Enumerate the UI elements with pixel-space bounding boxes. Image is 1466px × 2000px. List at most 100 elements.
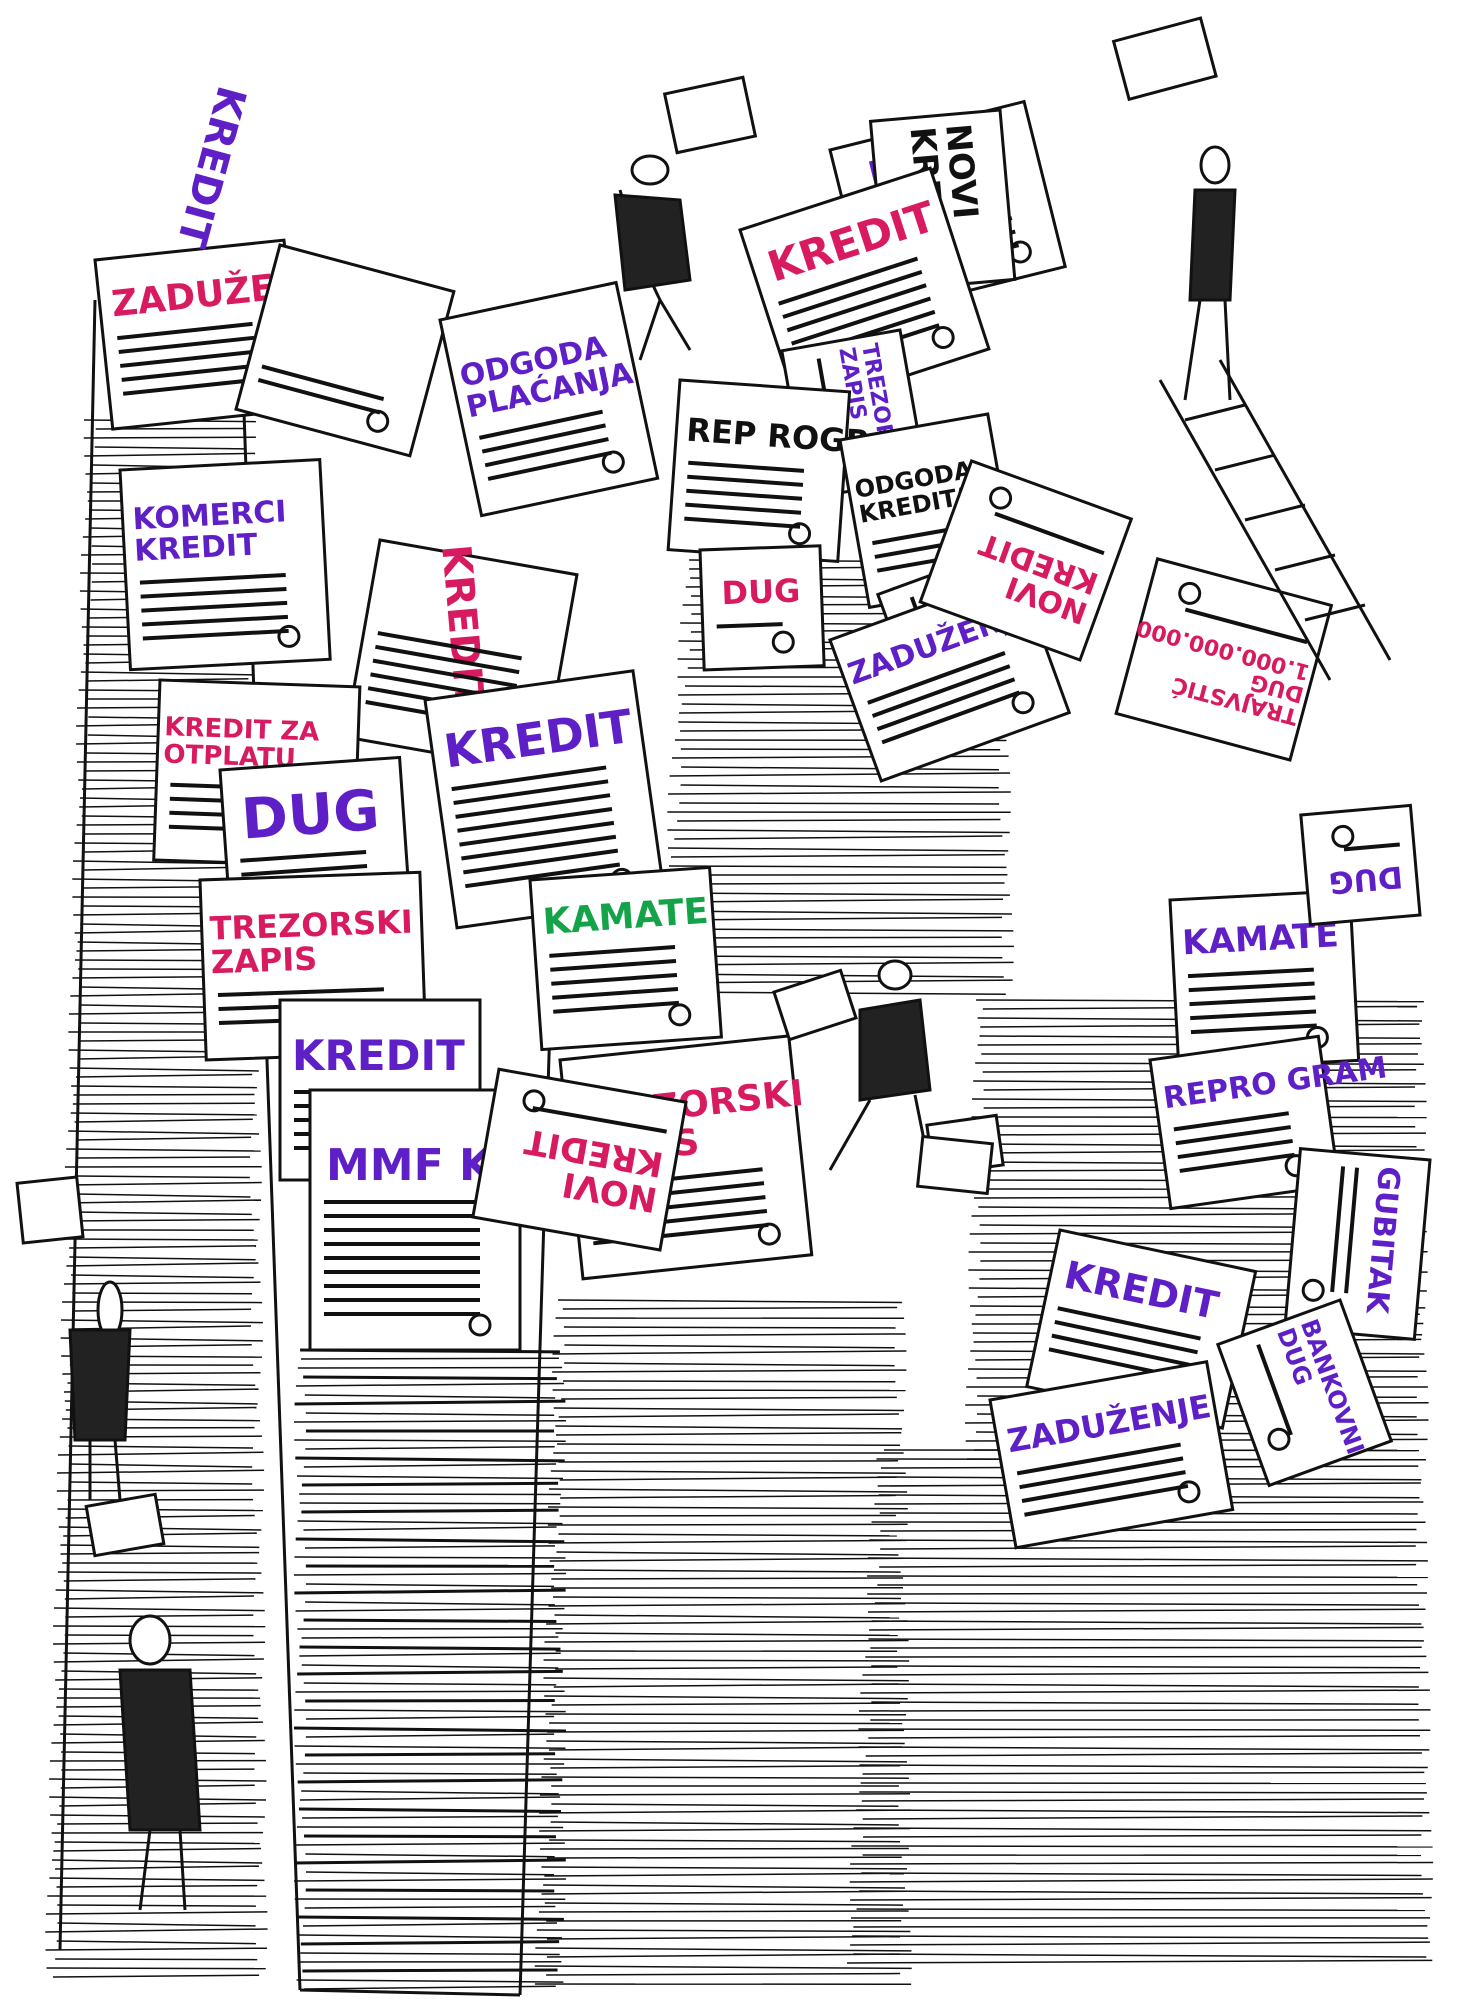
document-label: KREDIT (292, 1031, 465, 1080)
stacked-sheet-edge (871, 1701, 1419, 1705)
stacked-sheet-edge (555, 1425, 903, 1430)
stacked-sheet-edge (867, 1608, 1426, 1613)
stacked-sheet-edge (553, 1333, 906, 1337)
stacked-sheet-edge (66, 1148, 261, 1152)
stacked-sheet-edge (69, 1067, 259, 1072)
stacked-sheet-edge (57, 1922, 256, 1927)
document-label: TREZORSKIZAPIS (209, 903, 415, 982)
stacked-sheet-edge (296, 1915, 564, 1921)
stacked-sheet-edge (53, 1847, 261, 1852)
stacked-sheet-edge (550, 1821, 899, 1826)
stacked-sheet-edge (305, 1545, 555, 1549)
document-text-line (552, 986, 679, 1000)
stacked-sheet-edge (851, 1845, 1433, 1848)
stacked-sheet-edge (304, 1905, 556, 1909)
stacked-sheet-edge (295, 1382, 565, 1387)
document-text-line (120, 349, 256, 368)
stacked-sheet-edge (561, 1396, 897, 1400)
stacked-sheet-edge (57, 1571, 262, 1574)
stacked-sheet-edge (301, 1790, 559, 1795)
stacked-sheet-edge (55, 1958, 258, 1961)
document-text-line (455, 793, 611, 819)
stacked-sheet-edge (865, 1752, 1422, 1757)
stacked-sheet-edge (64, 1595, 254, 1600)
document-kredit-center: KREDIT (423, 669, 667, 930)
stacked-sheet-edge (55, 1865, 259, 1870)
stacked-sheet-edge (863, 1834, 1422, 1838)
document-stamp-icon (1177, 1480, 1201, 1504)
stacked-sheet-edge (674, 835, 1003, 840)
stacked-sheet-edge (304, 1834, 556, 1839)
document-text-line (551, 972, 678, 986)
stacked-sheet-edge (659, 928, 1014, 932)
document-text-line (257, 378, 381, 415)
stacked-sheet-edge (46, 1967, 266, 1970)
stacked-sheet-edge (544, 1639, 909, 1643)
stacked-sheet-edge (850, 1896, 1432, 1901)
stacked-sheet-edge (45, 1911, 268, 1915)
stacked-sheet-edge (879, 1563, 1417, 1568)
stacked-sheet-edge (58, 1451, 264, 1456)
document-stamp-icon (1178, 581, 1202, 605)
document-text-line (481, 423, 606, 454)
stacked-sheet-edge (45, 1928, 268, 1933)
stacked-sheet-edge (867, 1557, 1428, 1562)
document-text-line (141, 600, 288, 613)
document-stamp-icon (277, 624, 301, 648)
document-text-line (261, 364, 385, 402)
stacked-sheet-edge (302, 1968, 558, 1973)
stacked-sheet-edge (294, 1556, 566, 1559)
stacked-sheet-edge (661, 910, 1012, 915)
document-reprogram-right: REPRO GRAM (1148, 1034, 1389, 1211)
stacked-sheet-edge (67, 1238, 258, 1241)
document-text-line (1019, 1456, 1184, 1490)
stacked-sheet-edge (74, 1118, 253, 1123)
stacked-sheet-edge (63, 1578, 256, 1582)
stacked-sheet-edge (681, 766, 1000, 771)
stacked-sheet-edge (556, 1551, 899, 1556)
document-text-line (461, 834, 617, 861)
stacked-sheet-edge (68, 1481, 253, 1485)
document-text-line (121, 363, 258, 382)
stacked-sheet-edge (543, 1659, 910, 1662)
document-text-line (372, 658, 518, 688)
stacked-sheet-edge (871, 1620, 1422, 1625)
stacked-sheet-edge (305, 1888, 555, 1893)
stacked-sheet-edge (557, 1443, 901, 1447)
stacked-sheet-edge (84, 866, 248, 871)
document-text-line (716, 622, 783, 629)
stacked-sheet-edge (671, 853, 1005, 858)
stacked-sheet-edge (75, 1193, 251, 1198)
document-label: ODGODAPLAĆANJA (457, 325, 637, 425)
stacked-sheet-edge (298, 1934, 562, 1939)
person-standing-left (15, 1175, 166, 1558)
stacked-sheet-edge (550, 1470, 906, 1474)
document-text-line (786, 283, 927, 333)
document-text-line (549, 945, 676, 958)
document-text-line (532, 1106, 667, 1134)
stacked-sheet-edge (298, 1807, 562, 1814)
document-text-line (217, 987, 384, 998)
document-label: DUG (239, 778, 381, 852)
stacked-sheet-edge (304, 1985, 556, 1990)
stacked-sheet-edge (867, 1575, 1428, 1579)
stacked-sheet-edge (552, 1596, 901, 1600)
stacked-sheet-edge (544, 1902, 903, 1906)
stacked-sheet-edge (536, 1929, 911, 1933)
stacked-sheet-edge (539, 1827, 911, 1832)
stacked-sheet-edge (72, 1102, 255, 1105)
stacked-sheet-edge (294, 1420, 566, 1423)
stacked-sheet-edge (664, 892, 1010, 896)
stacked-sheet-edge (669, 772, 1011, 777)
stacked-sheet-edge (861, 1798, 1425, 1802)
document-text-line (1188, 981, 1315, 993)
document-text-line (142, 614, 289, 627)
stacked-sheet-edge (45, 1947, 268, 1951)
document-label: KOMERCIKREDIT (132, 494, 289, 568)
stacked-sheet-edge (554, 1614, 900, 1619)
stacked-sheet-edge (84, 452, 256, 457)
document-stamp-icon (366, 409, 390, 433)
stacked-sheet-edge (546, 1740, 905, 1745)
document-dug-middle: DUG (698, 544, 826, 672)
